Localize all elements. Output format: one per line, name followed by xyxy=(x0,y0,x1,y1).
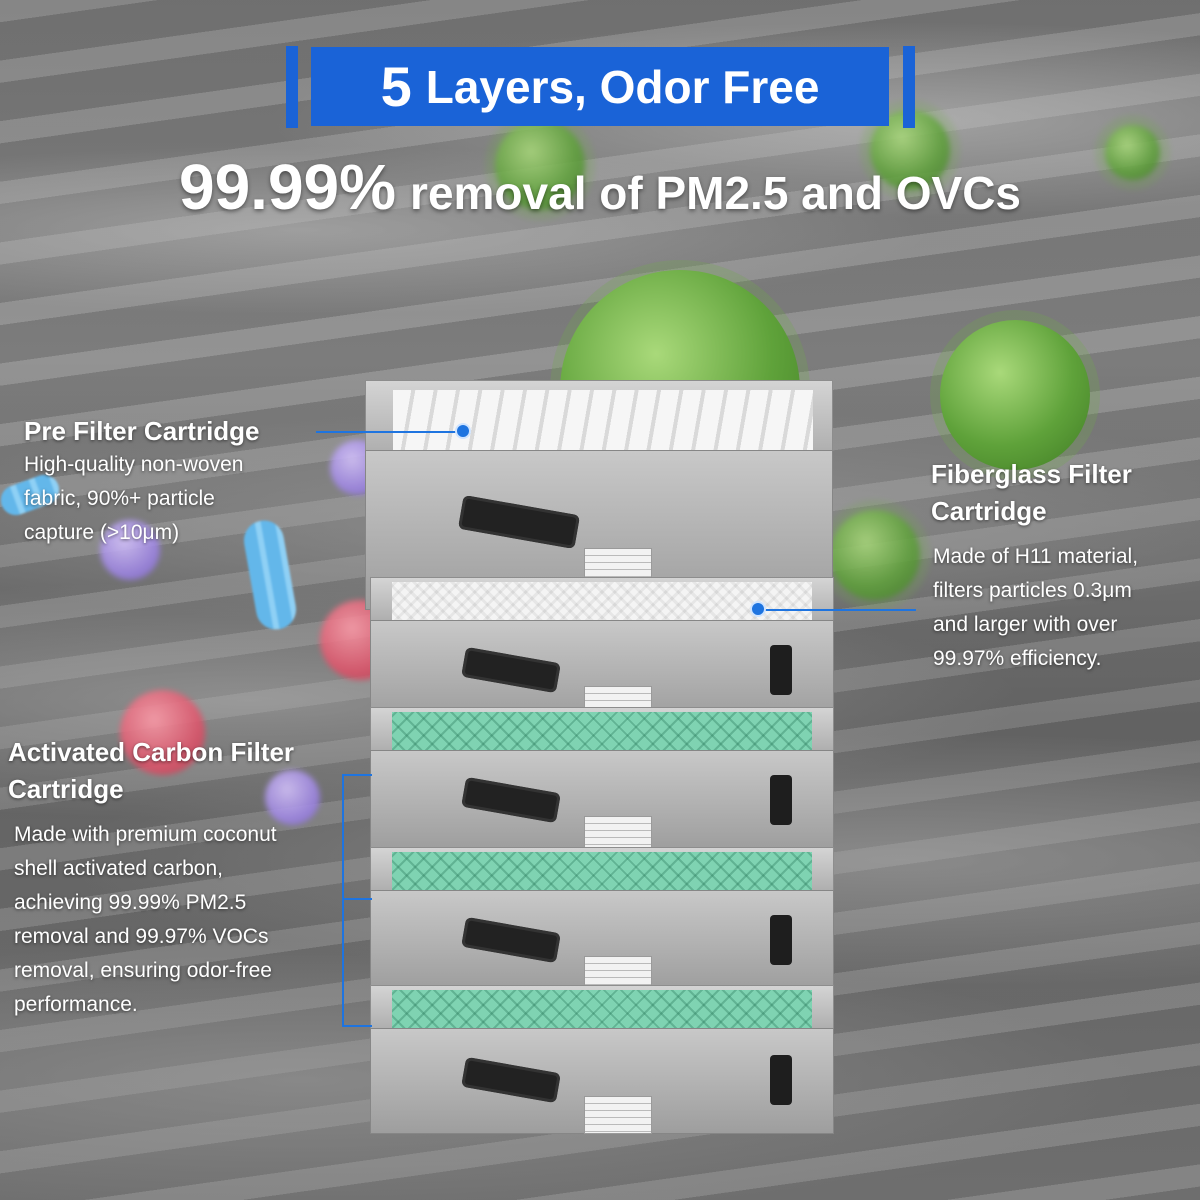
carbon-bracket xyxy=(342,774,344,1027)
carbon-media xyxy=(392,990,812,1034)
banner-number: 5 xyxy=(380,55,412,118)
cartridge-label xyxy=(584,1096,652,1134)
bacteria-icon xyxy=(120,690,205,775)
pre-filter-connector xyxy=(316,431,462,433)
virus-icon xyxy=(830,510,920,600)
headline-percent: 99.99% xyxy=(178,151,397,223)
fiberglass-title: Fiberglass Filter Cartridge xyxy=(931,459,1132,526)
fiberglass-connector xyxy=(760,609,916,611)
headline: 99.99%removal of PM2.5 and OVCs xyxy=(0,150,1200,224)
virus-icon xyxy=(1105,125,1160,180)
banner-bar-right xyxy=(903,46,915,128)
pre-filter-dot xyxy=(455,423,471,439)
fiberglass-desc: Made of H11 material, filters particles … xyxy=(933,545,1139,670)
carbon-bracket-bottom xyxy=(342,1025,372,1027)
bacteria-icon xyxy=(100,520,160,580)
banner-text: Layers, Odor Free xyxy=(425,60,820,113)
bacteria-icon xyxy=(265,770,320,825)
carbon-bracket-top xyxy=(342,774,372,776)
title-banner: 5 Layers, Odor Free xyxy=(311,47,889,126)
carbon-media xyxy=(392,712,812,756)
headline-text: removal of PM2.5 and OVCs xyxy=(410,167,1022,219)
carbon-media xyxy=(392,852,812,896)
hepa-media xyxy=(392,582,812,626)
pre-filter-desc: High-quality non-woven fabric, 90%+ part… xyxy=(24,453,244,544)
banner-bar-left xyxy=(286,46,298,128)
carbon-bracket-mid xyxy=(342,898,372,900)
carbon-desc: Made with premium coconut shell activate… xyxy=(14,823,277,1016)
pre-filter-title: Pre Filter Cartridge xyxy=(24,416,260,446)
fiberglass-dot xyxy=(750,601,766,617)
carbon-title: Activated Carbon Filter Cartridge xyxy=(8,737,295,804)
virus-icon xyxy=(495,120,585,210)
virus-icon xyxy=(940,320,1090,470)
